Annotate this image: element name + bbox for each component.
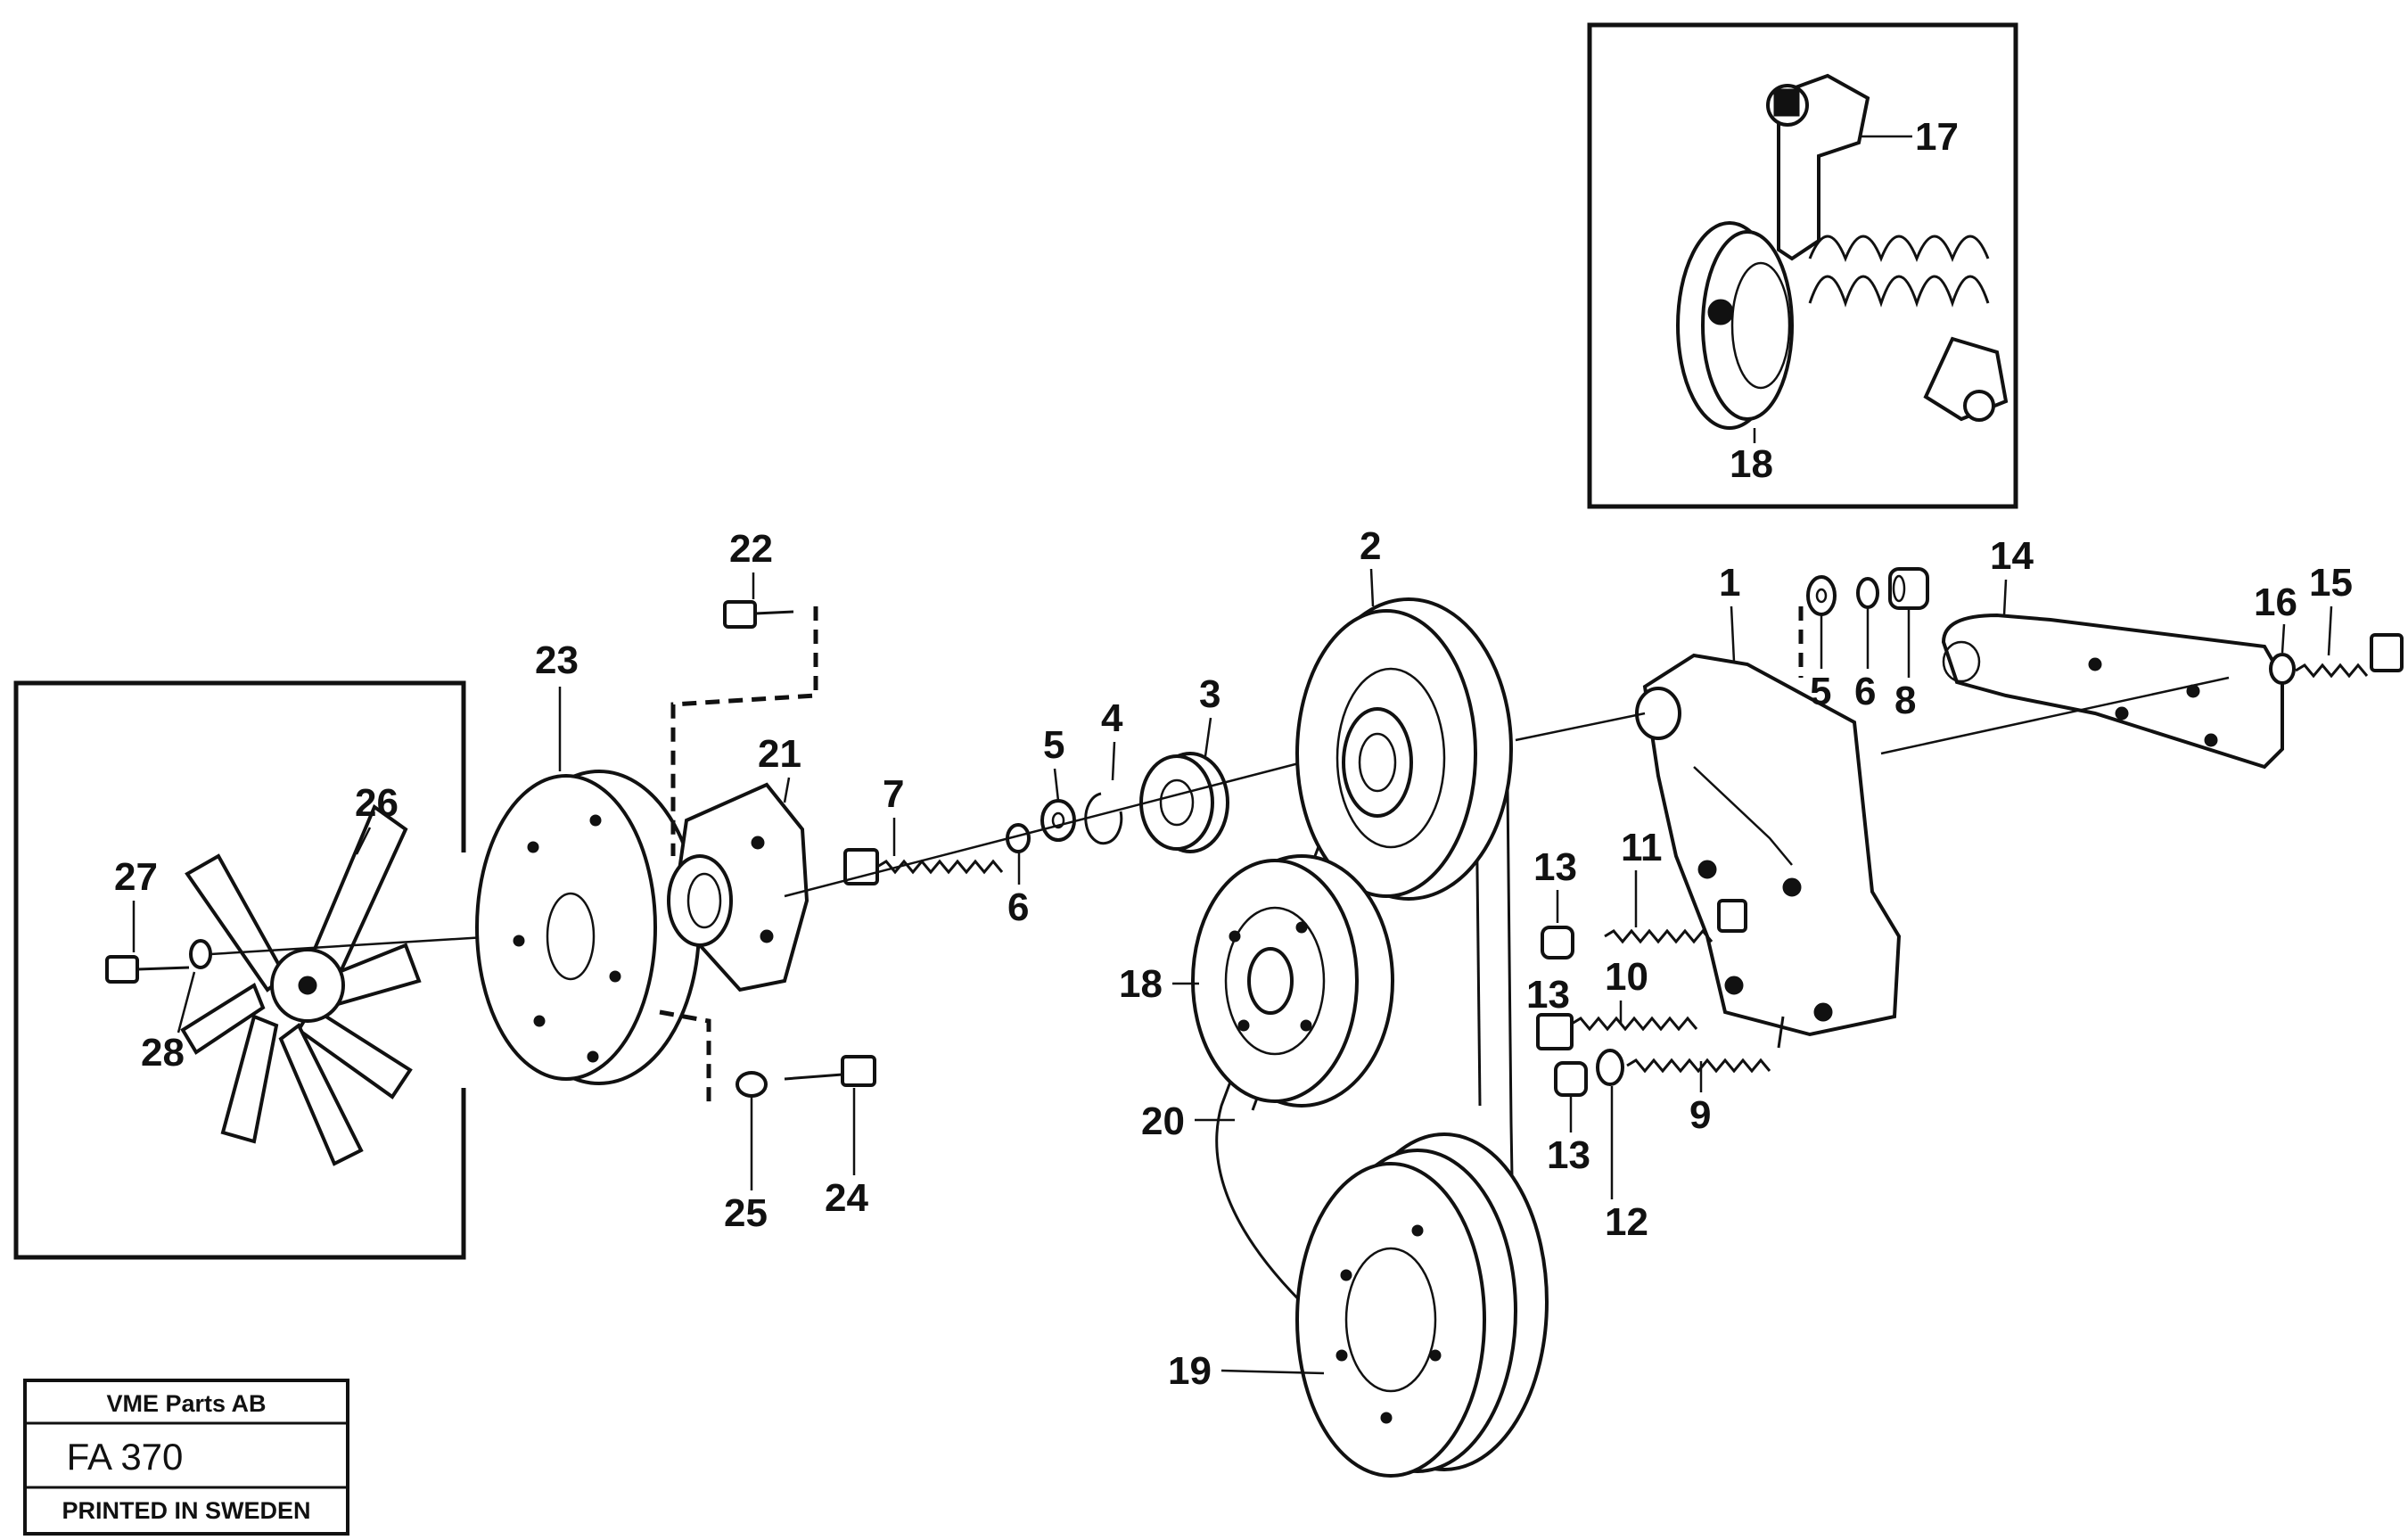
callout-16: 16: [2254, 581, 2297, 624]
fan-inset-frame: [13, 680, 466, 1260]
callout-7: 7: [883, 772, 904, 816]
callout-10: 10: [1605, 955, 1648, 999]
pulley-2: [1295, 597, 1513, 901]
title-block-company: VME Parts AB: [106, 1390, 266, 1417]
washer-6b: [1856, 577, 1879, 609]
callout-22: 22: [729, 527, 773, 571]
title-block-code: FA 370: [67, 1436, 184, 1478]
title-block-printed: PRINTED IN SWEDEN: [62, 1497, 310, 1524]
bolt-7: [843, 848, 1004, 885]
callout-6: 6: [1007, 885, 1029, 929]
callout-1: 1: [1719, 561, 1740, 605]
callout-11: 11: [1621, 826, 1663, 869]
callout-28: 28: [141, 1031, 185, 1075]
callout-18: 18: [1119, 962, 1163, 1006]
bolt-22: [723, 600, 794, 629]
flange-disc: [475, 770, 701, 1085]
washer-25: [736, 1071, 768, 1098]
callout-25: 25: [724, 1191, 768, 1235]
callout-23: 23: [535, 638, 579, 682]
hub: [667, 782, 810, 992]
tensioner-inset: 17 18: [1587, 22, 2018, 509]
tensioner-inset-frame: [1587, 22, 2018, 509]
bearing-icon: [1139, 752, 1229, 853]
fan-icon: [180, 803, 422, 1166]
bolt-10: [1536, 1013, 1698, 1050]
washer-16: [2269, 653, 2296, 685]
washer-5: [1040, 799, 1076, 842]
callout-14: 14: [1990, 534, 2034, 578]
callout-13-mid: 13: [1526, 973, 1570, 1017]
bolt-9: [1626, 1016, 1785, 1074]
callout-5b: 5: [1810, 670, 1831, 713]
mounting-plate: [1941, 613, 2284, 770]
nut-icon: [1888, 567, 1929, 610]
callout-9: 9: [1689, 1093, 1711, 1137]
callout-26: 26: [355, 781, 399, 825]
nut-13a: [1541, 926, 1574, 959]
callout-19: 19: [1168, 1349, 1212, 1393]
callout-5: 5: [1043, 723, 1064, 767]
callout-27: 27: [114, 855, 158, 899]
washer-icon: [189, 939, 212, 969]
bolt-24: [784, 1055, 876, 1087]
callout-13-top: 13: [1533, 845, 1577, 889]
bolt-15: [2295, 633, 2404, 679]
bolt-icon: [105, 955, 190, 984]
title-block: VME Parts AB FA 370 PRINTED IN SWEDEN: [23, 1379, 349, 1536]
bolt-11: [1604, 899, 1747, 944]
callout-2: 2: [1360, 524, 1381, 568]
washer-12: [1596, 1049, 1624, 1086]
callout-6b: 6: [1854, 670, 1876, 713]
fan-inset: 26 27 28: [13, 680, 500, 1260]
callout-12: 12: [1605, 1200, 1648, 1244]
callout-24: 24: [825, 1176, 868, 1220]
callout-3: 3: [1199, 672, 1220, 716]
callout-15: 15: [2309, 561, 2353, 605]
callout-4: 4: [1101, 696, 1123, 740]
pulley-icon: [1191, 854, 1394, 1108]
callout-17: 17: [1915, 115, 1959, 159]
tensioner-icon: [1676, 73, 2009, 430]
callout-18-inset: 18: [1730, 442, 1773, 486]
callout-13-bottom: 13: [1547, 1133, 1590, 1177]
nut-13c: [1554, 1061, 1588, 1097]
callout-8: 8: [1894, 679, 1916, 722]
callout-21: 21: [758, 732, 801, 776]
circlip-4: [1084, 792, 1123, 845]
washer-5b: [1806, 575, 1837, 616]
crank-pulley: [1295, 1132, 1549, 1478]
callout-20: 20: [1141, 1099, 1185, 1143]
